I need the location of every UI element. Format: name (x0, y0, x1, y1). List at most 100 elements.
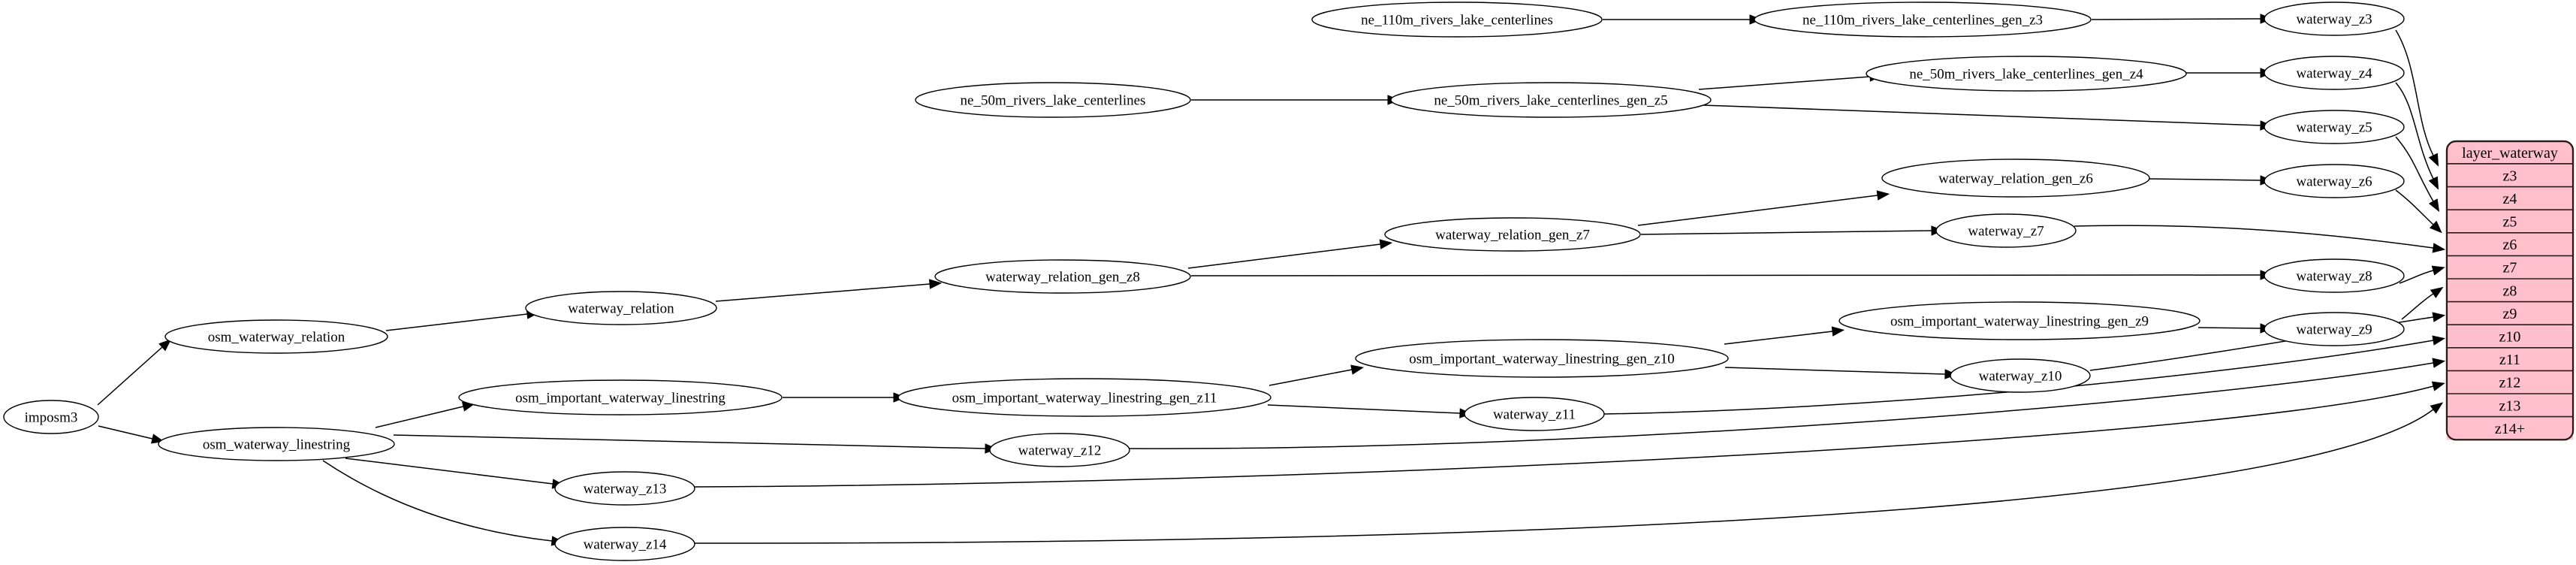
graph-node[interactable]: waterway_z9 (2264, 312, 2405, 346)
graph-node[interactable]: ne_110m_rivers_lake_centerlines (1311, 2, 1603, 38)
table-row[interactable]: z6 (2447, 231, 2573, 256)
node-label: waterway_relation_gen_z7 (1435, 228, 1590, 243)
graph-edge (322, 460, 565, 546)
graph-node[interactable]: osm_waterway_relation (164, 319, 388, 354)
table-row-label: z10 (2499, 329, 2521, 346)
graph-edge (1703, 104, 2273, 131)
edge-line (694, 385, 2434, 488)
node-ellipse (554, 471, 695, 506)
graph-node[interactable]: osm_important_waterway_linestring_gen_z1… (897, 378, 1271, 417)
nodes-layer: imposm3 osm_waterway_relation osm_waterway… (3, 2, 2405, 561)
table-row[interactable]: z7 (2447, 255, 2573, 279)
table-row[interactable]: z5 (2447, 209, 2573, 233)
graph-node[interactable]: waterway_relation_gen_z6 (1881, 159, 2150, 198)
node-label: waterway_z9 (2296, 322, 2372, 338)
graph-node[interactable]: waterway_z4 (2264, 56, 2405, 90)
node-ellipse (525, 291, 717, 325)
edge-line (1267, 404, 1461, 414)
table-row-bg (2447, 416, 2573, 440)
table-row-label: z14+ (2495, 421, 2525, 437)
edge-line (2395, 136, 2434, 202)
edge-line (385, 313, 528, 331)
edge-line (1129, 362, 2434, 449)
graph-node[interactable]: waterway_z10 (1950, 358, 2091, 393)
table-row[interactable]: z9 (2447, 301, 2573, 325)
node-ellipse (1754, 2, 2092, 38)
edge-arrowhead (2430, 286, 2444, 298)
graph-node[interactable]: waterway_z7 (1935, 213, 2077, 248)
table-row-bg (2447, 232, 2573, 256)
graph-node[interactable]: osm_important_waterway_linestring (458, 379, 783, 415)
table-row-bg (2447, 301, 2573, 325)
table-row[interactable]: z3 (2447, 163, 2573, 187)
graph-node[interactable]: waterway_z3 (2264, 2, 2405, 36)
node-label: waterway_z3 (2296, 12, 2372, 28)
table-row[interactable]: z4 (2447, 186, 2573, 210)
edges-layer (97, 14, 2446, 546)
edge-arrowhead (1876, 190, 1890, 201)
edge-line (1637, 195, 1878, 226)
node-ellipse (2264, 258, 2405, 293)
node-label: ne_110m_rivers_lake_centerlines (1361, 13, 1553, 29)
graph-node[interactable]: waterway_z6 (2264, 164, 2405, 198)
node-label: osm_important_waterway_linestring_gen_z1… (952, 391, 1217, 406)
graph-node[interactable]: waterway_relation_gen_z7 (1384, 217, 1641, 252)
table-row-bg (2447, 186, 2573, 210)
graph-edge (2395, 82, 2439, 190)
node-ellipse (934, 259, 1191, 294)
graph-node[interactable]: waterway_z13 (554, 471, 695, 506)
graph-node[interactable]: ne_110m_rivers_lake_centerlines_gen_z3 (1754, 2, 2092, 38)
table-row[interactable]: z11 (2447, 346, 2573, 371)
graph-edge (694, 381, 2445, 488)
node-label: waterway_relation (568, 301, 674, 317)
table-row[interactable]: z12 (2447, 370, 2573, 394)
edge-line (1268, 369, 1353, 386)
node-label: osm_waterway_linestring (203, 437, 351, 453)
graph-node[interactable]: ne_50m_rivers_lake_centerlines_gen_z4 (1866, 56, 2187, 92)
graph-edge (345, 458, 566, 489)
graph-node[interactable]: waterway_z5 (2264, 110, 2405, 144)
graph-node[interactable]: waterway_z11 (1464, 397, 1605, 431)
node-label: waterway_z13 (584, 482, 667, 497)
edge-arrowhead (2432, 335, 2446, 346)
edge-line (2395, 82, 2434, 180)
graph-edge (1637, 190, 1890, 226)
graph-node[interactable]: osm_important_waterway_linestring_gen_z1… (1355, 339, 1729, 378)
edge-arrowhead (2431, 381, 2445, 391)
graph-edge (2395, 189, 2442, 234)
graph-node[interactable]: waterway_relation_gen_z8 (934, 259, 1191, 294)
edge-arrowhead (2428, 153, 2439, 167)
node-ellipse (1881, 159, 2150, 198)
table-row[interactable]: z8 (2447, 278, 2573, 302)
table-row[interactable]: z13 (2447, 393, 2573, 417)
graph-node[interactable]: osm_important_waterway_linestring_gen_z9 (1838, 301, 2200, 340)
graph-node[interactable]: waterway_z8 (2264, 258, 2405, 293)
node-label: waterway_z6 (2296, 174, 2372, 190)
graph-edge (2091, 14, 2273, 24)
edge-arrowhead (2430, 402, 2444, 414)
table-row[interactable]: z14+ (2447, 415, 2573, 440)
graph-node[interactable]: waterway_z14 (554, 527, 695, 561)
graph-node[interactable]: imposm3 (3, 400, 99, 434)
node-ellipse (158, 427, 395, 461)
node-label: waterway_z11 (1493, 407, 1576, 423)
graph-node[interactable]: ne_50m_rivers_lake_centerlines (915, 82, 1191, 118)
table-row-label: z7 (2503, 260, 2517, 276)
graph-edge (1190, 270, 2273, 280)
edge-line (375, 406, 464, 428)
node-label: osm_important_waterway_linestring_gen_z1… (1409, 352, 1675, 367)
graph-edge (2399, 265, 2445, 284)
graph-edge (2186, 68, 2273, 78)
edge-line (694, 409, 2434, 544)
graph-edge (2395, 29, 2439, 167)
edge-line (2399, 270, 2434, 284)
graph-node[interactable]: waterway_z12 (989, 433, 1130, 467)
graph-node[interactable]: osm_waterway_linestring (158, 427, 395, 461)
table-row-bg (2447, 210, 2573, 233)
graph-node[interactable]: ne_50m_rivers_lake_centerlines_gen_z5 (1390, 82, 1712, 118)
graph-node[interactable]: waterway_relation (525, 291, 717, 325)
node-label: waterway_z7 (1968, 224, 2044, 240)
edge-arrowhead (2432, 243, 2446, 253)
table-row-bg (2447, 394, 2573, 417)
table-row[interactable]: z10 (2447, 324, 2573, 348)
